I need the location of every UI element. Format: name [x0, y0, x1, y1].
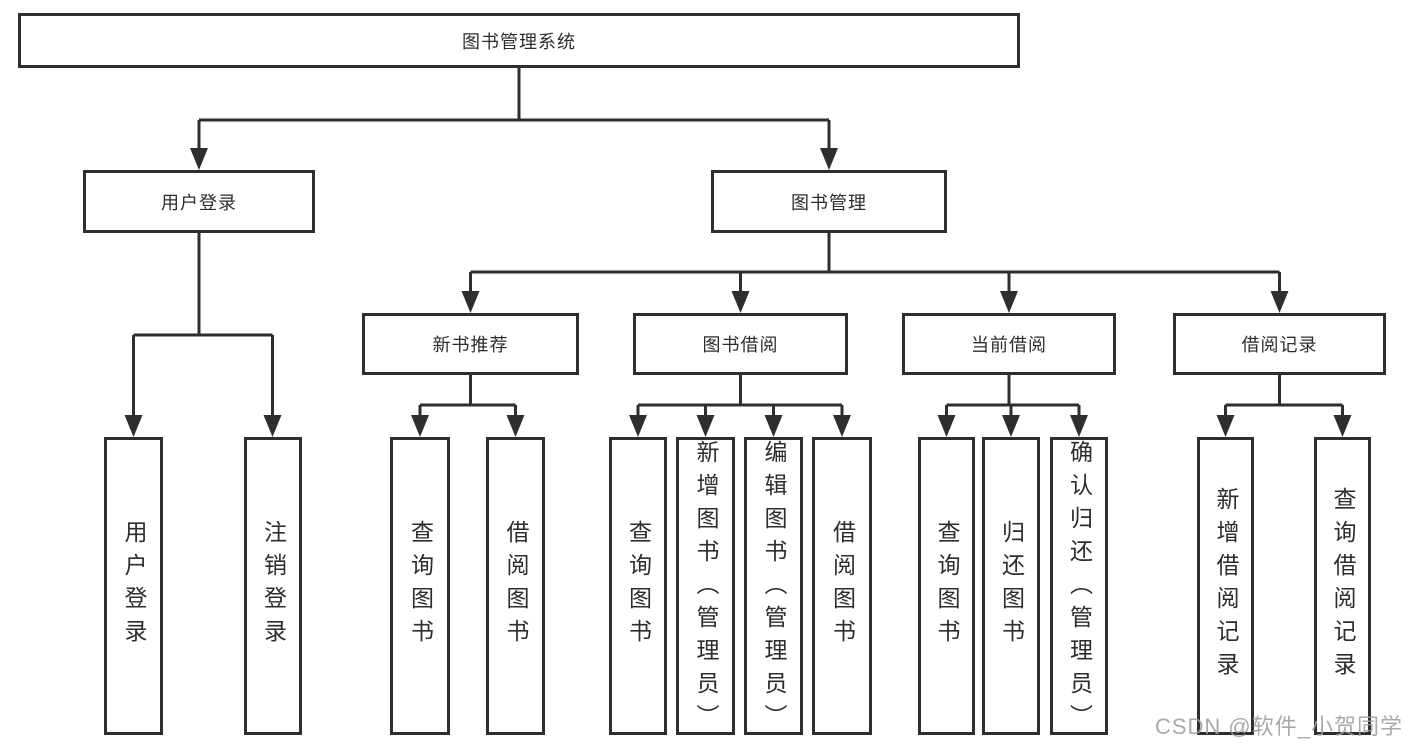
node-leaf-query-books-1: 查询图书 [390, 437, 450, 735]
node-leaf-query-borrow-record: 查询借阅记录 [1314, 437, 1371, 735]
watermark: CSDN @软件_小贺同学 [1154, 714, 1403, 739]
node-new-book-recommend: 新书推荐 [362, 313, 579, 375]
node-borrow-record: 借阅记录 [1173, 313, 1386, 375]
node-root: 图书管理系统 [18, 13, 1020, 68]
node-leaf-query-books-2: 查询图书 [609, 437, 667, 735]
node-book-management: 图书管理 [711, 170, 947, 233]
node-leaf-user-login: 用户登录 [104, 437, 163, 735]
node-leaf-return-books: 归还图书 [982, 437, 1040, 735]
node-leaf-logout: 注销登录 [244, 437, 302, 735]
node-current-borrow: 当前借阅 [902, 313, 1116, 375]
node-leaf-add-borrow-record: 新增借阅记录 [1197, 437, 1254, 735]
node-leaf-confirm-return-admin: 确认归还（管理员） [1050, 437, 1108, 737]
node-leaf-edit-books-admin: 编辑图书（管理员） [744, 437, 803, 737]
node-user-login: 用户登录 [83, 170, 315, 233]
arrowhead-group [124, 148, 1352, 437]
node-leaf-query-books-3: 查询图书 [918, 437, 975, 735]
node-leaf-borrow-books-2: 借阅图书 [812, 437, 872, 735]
node-book-borrow: 图书借阅 [633, 313, 848, 375]
node-leaf-borrow-books-1: 借阅图书 [486, 437, 545, 735]
node-leaf-add-books-admin: 新增图书（管理员） [676, 437, 735, 737]
